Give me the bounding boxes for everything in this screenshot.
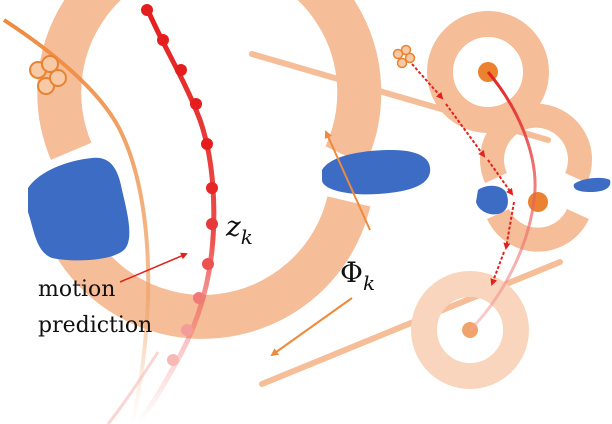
transform-arrow-down (270, 297, 353, 357)
blue-blob-right (322, 150, 431, 195)
trajectory-fade-tail (106, 351, 160, 424)
ring-arc-upper (480, 103, 592, 183)
state-subscript: k (241, 225, 253, 249)
transition-arrow (487, 159, 514, 196)
transition-arrow (503, 201, 515, 250)
ring-arc-lower (48, 195, 371, 339)
motion-label-line2: prediction (38, 313, 152, 338)
orange-trajectory (2, 18, 151, 424)
motion-prediction-arrow (119, 252, 188, 283)
trajectory-point (193, 292, 205, 304)
trajectory-point (201, 138, 213, 150)
trajectory-point (141, 4, 153, 16)
blue-blob-left (28, 157, 130, 261)
trajectory-point (175, 64, 187, 76)
blue-blob-small-left (476, 185, 508, 215)
ring-arc-lower (487, 208, 589, 252)
trajectory-point (181, 324, 193, 336)
transition-arrow (490, 251, 505, 286)
trajectory-point (206, 182, 218, 194)
trajectory-point (202, 258, 214, 270)
transition-arrow (445, 103, 486, 158)
small-ring-middle (476, 103, 611, 252)
trajectory-point (157, 34, 169, 46)
state-symbol: z (225, 210, 241, 243)
main-trajectory (135, 7, 217, 424)
molecule-cluster-small-icon (392, 44, 416, 69)
transform-symbol: Φ (340, 256, 363, 289)
large-state-ring (37, 0, 382, 339)
state-label: zk (225, 210, 253, 249)
blue-blob-small-right (573, 177, 611, 192)
transform-subscript: k (363, 271, 375, 295)
transition-arrow (411, 63, 444, 100)
ring-arc-upper (37, 0, 382, 165)
motion-label-line1: motion (38, 277, 115, 302)
trajectory-point (206, 218, 218, 230)
transform-arrow-up (324, 130, 371, 231)
transition-arrows (411, 63, 515, 286)
small-trajectory (468, 71, 537, 332)
trajectory-point (190, 98, 202, 110)
ring-center-dot (528, 192, 548, 212)
trajectory-point (167, 354, 179, 366)
trajectory-dots (141, 4, 218, 366)
molecule-cluster-icon (29, 55, 67, 95)
transform-label: Φk (340, 256, 375, 295)
connector-band-bottom (259, 259, 563, 387)
